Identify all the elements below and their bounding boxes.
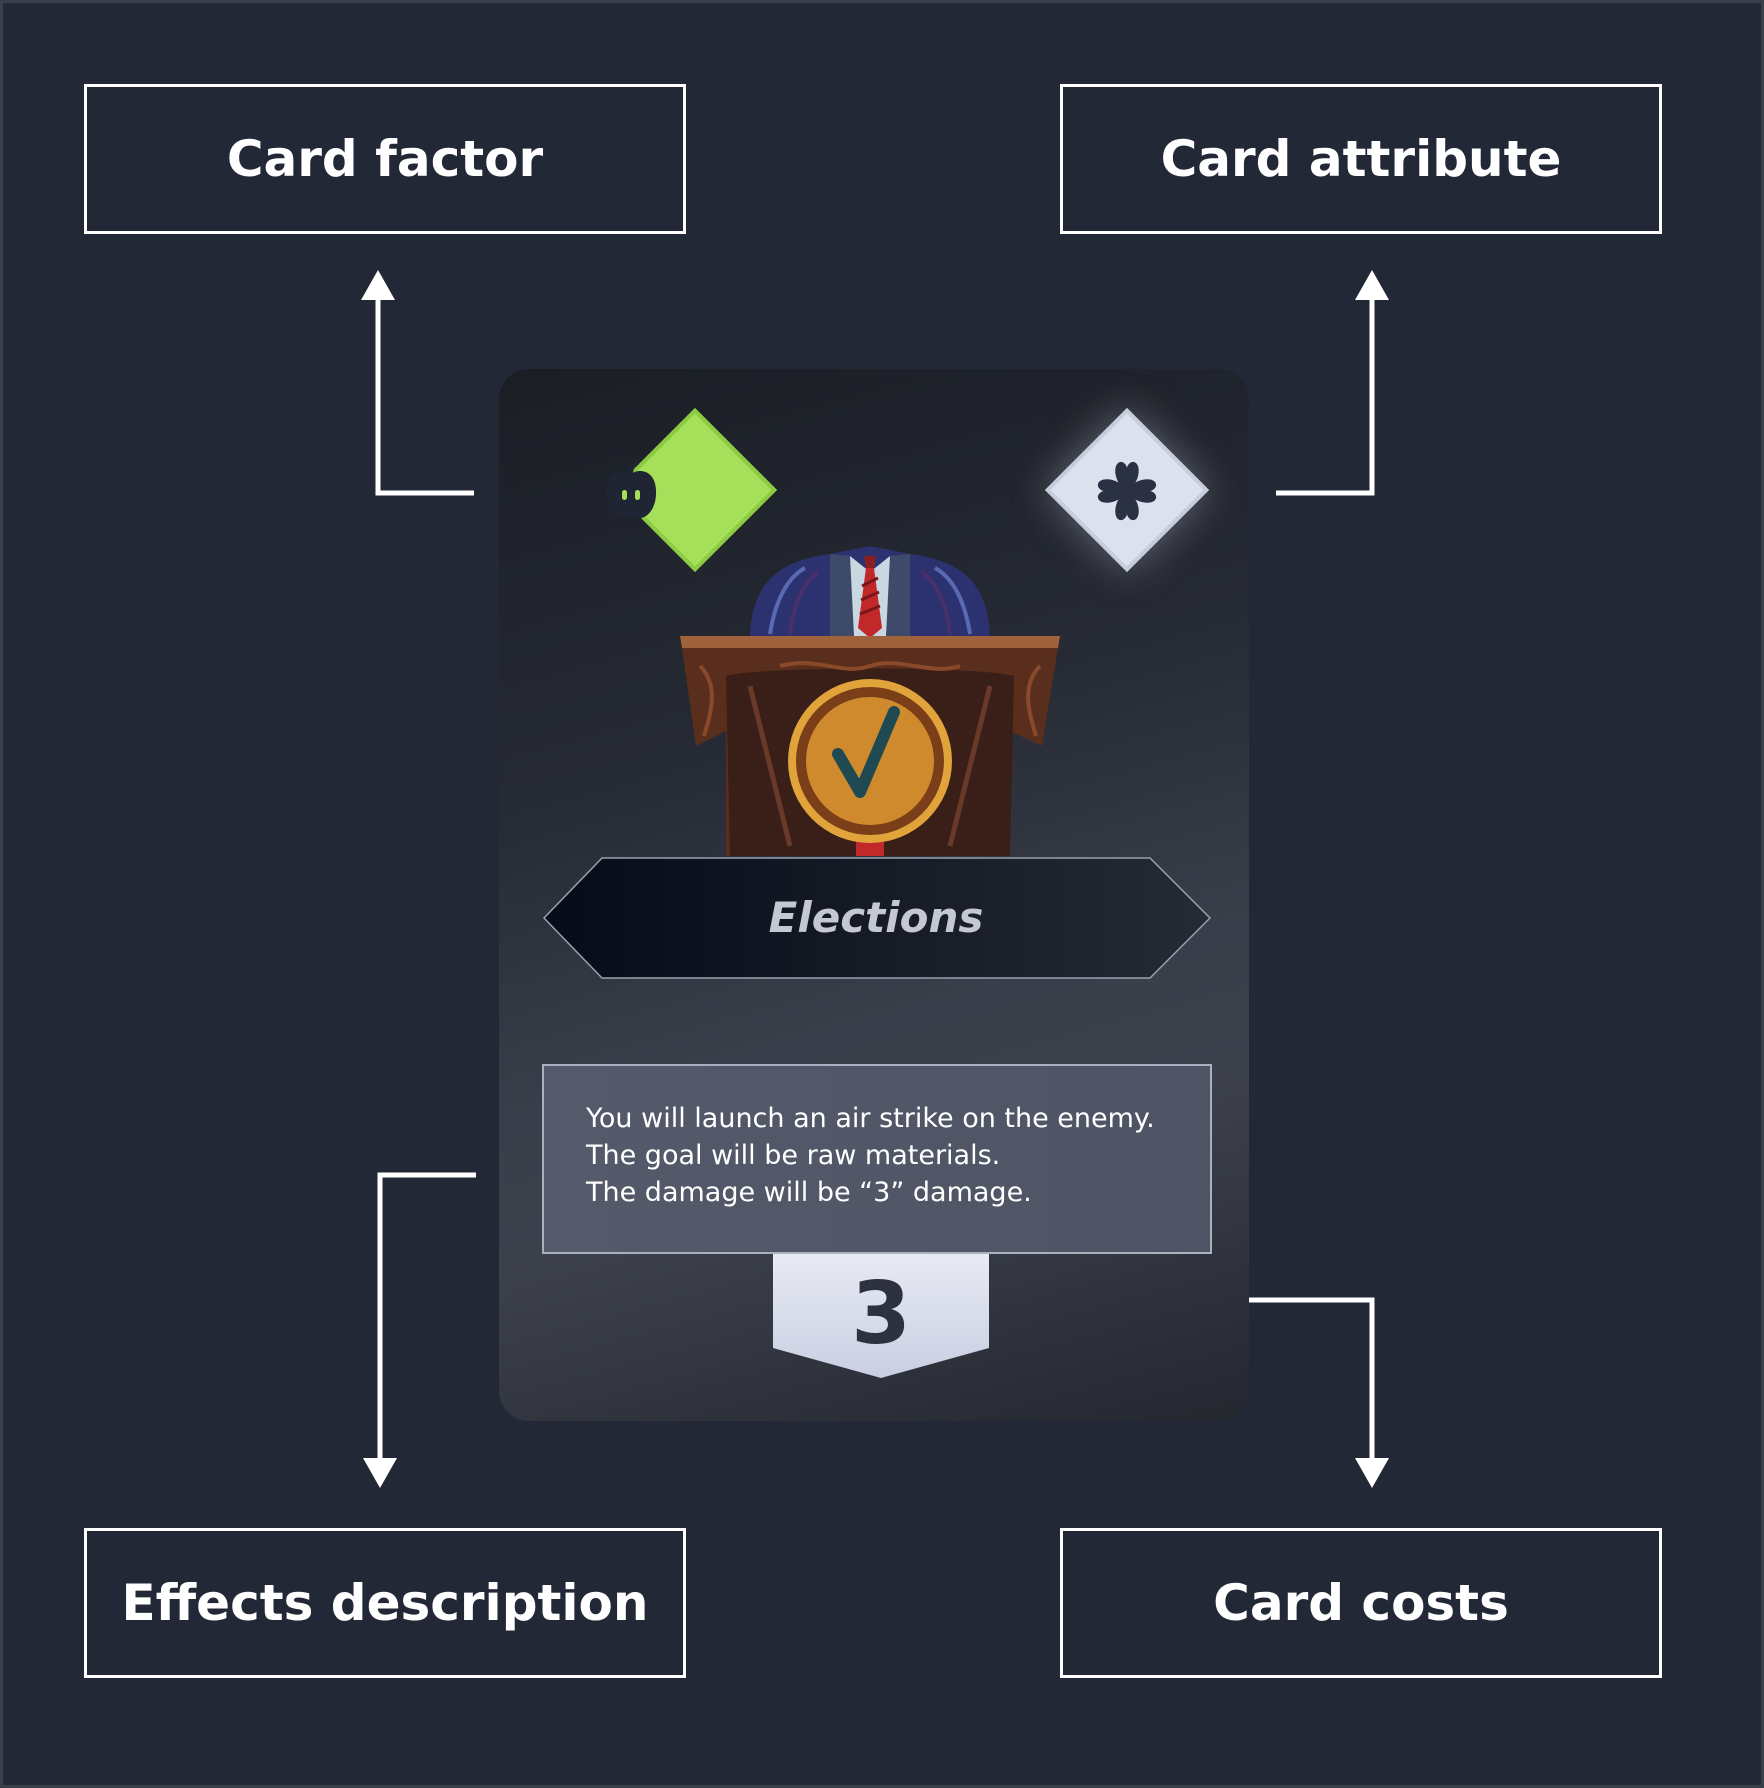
card-cost-value: 3 [851,1264,911,1364]
arrow-card-attribute [1276,300,1375,496]
card-title-banner [542,857,1212,979]
card-costs-text: Card costs [1213,1574,1509,1632]
card-attribute-label: Card attribute [1060,84,1662,234]
effect-line: You will launch an air strike on the ene… [586,1103,1155,1134]
arrowhead-card-attribute [1355,270,1389,300]
checkmark-seal-icon [788,679,952,856]
card-costs-label: Card costs [1060,1528,1662,1678]
podium-illustration [680,636,1060,856]
arrow-effects-description [377,1172,476,1460]
effects-description-text: Effects description [121,1574,649,1632]
arrowhead-effects-description [363,1458,397,1488]
arrow-card-factor [375,300,474,496]
card-illustration [680,546,1060,856]
card-title: Elections [768,892,984,942]
clover-icon [1097,461,1157,521]
cost-shield [773,1254,989,1378]
card-attribute-text: Card attribute [1160,130,1562,188]
card-factor-label: Card factor [84,84,686,234]
card-factor-text: Card factor [226,130,544,188]
effect-line: The goal will be raw materials. [586,1140,1001,1171]
effects-text-box: You will launch an air strike on the ene… [542,1064,1212,1254]
effects-description-label: Effects description [84,1528,686,1678]
arrowhead-card-factor [361,270,395,300]
effect-line: The damage will be “3” damage. [586,1177,1032,1208]
suit-illustration [750,546,990,638]
apple-icon [605,462,657,519]
arrowhead-card-costs [1355,1458,1389,1488]
